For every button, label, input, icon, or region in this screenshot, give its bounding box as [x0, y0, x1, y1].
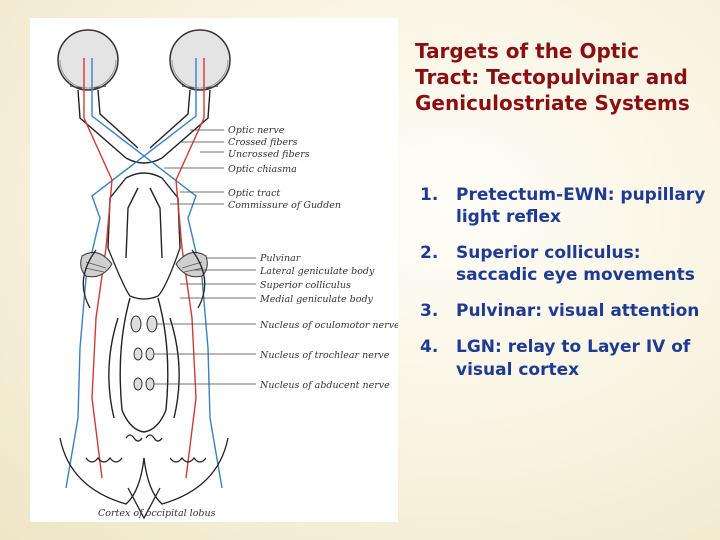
list-item: 3. Pulvinar: visual attention — [420, 300, 712, 322]
label-pulvinar: Pulvinar — [259, 253, 302, 264]
trochlear-nuclei — [133, 347, 155, 361]
label-nucleus-abducent: Nucleus of abducent nerve — [259, 380, 390, 391]
occipital-cortex — [59, 434, 229, 520]
label-medial-geniculate-body: Medial geniculate body — [259, 294, 374, 305]
left-eyeball — [57, 29, 119, 91]
label-optic-tract: Optic tract — [228, 188, 280, 199]
optic-chiasma — [125, 157, 163, 179]
target-list: 1. Pretectum-EWN: pupillary light reflex… — [420, 184, 712, 395]
right-lateral-geniculate-body — [175, 251, 208, 278]
label-leader-lines — [154, 129, 256, 385]
oculomotor-nuclei — [130, 315, 158, 333]
list-item-text: Pretectum-EWN: pupillary light reflex — [456, 185, 706, 228]
label-optic-chiasma: Optic chiasma — [228, 164, 297, 175]
list-item-text: LGN: relay to Layer IV of visual cortex — [456, 337, 691, 380]
slide-title: Targets of the Optic Tract: Tectopulvina… — [415, 39, 690, 115]
list-item-text: Superior colliculus: saccadic eye moveme… — [456, 243, 695, 286]
list-item: 2. Superior colliculus: saccadic eye mov… — [420, 242, 712, 286]
list-item-text: Pulvinar: visual attention — [456, 301, 700, 322]
label-superior-colliculus: Superior colliculus — [260, 280, 351, 291]
list-item: 1. Pretectum-EWN: pupillary light reflex — [420, 184, 712, 228]
crossed-fibers — [65, 58, 223, 489]
list-item-number: 4. — [420, 337, 439, 358]
list-item: 4. LGN: relay to Layer IV of visual cort… — [420, 336, 712, 380]
list-item-number: 3. — [420, 301, 439, 322]
label-lateral-geniculate-body: Lateral geniculate body — [259, 266, 375, 277]
label-optic-nerve: Optic nerve — [228, 125, 285, 136]
label-crossed-fibers: Crossed fibers — [228, 137, 298, 148]
label-uncrossed-fibers: Uncrossed fibers — [228, 149, 310, 160]
right-eyeball — [169, 29, 231, 91]
label-nucleus-trochlear: Nucleus of trochlear nerve — [259, 350, 390, 361]
abducent-nuclei — [133, 377, 155, 391]
list-item-number: 2. — [420, 243, 439, 264]
label-commissure-of-gudden: Commissure of Gudden — [228, 200, 341, 211]
optic-pathway-figure: Optic nerve Crossed fibers Uncrossed fib… — [30, 18, 398, 522]
label-cortex-occipital-lobus: Cortex of occipital lobus — [98, 508, 216, 519]
uncrossed-fibers — [83, 58, 205, 479]
list-item-number: 1. — [420, 185, 439, 205]
left-lateral-geniculate-body — [80, 251, 113, 278]
optic-tracts — [107, 177, 181, 259]
thalamus-outline — [82, 247, 206, 309]
optic-nerves — [77, 89, 211, 159]
brainstem — [108, 297, 180, 433]
label-nucleus-oculomotor: Nucleus of oculomotor nerve — [259, 320, 398, 331]
